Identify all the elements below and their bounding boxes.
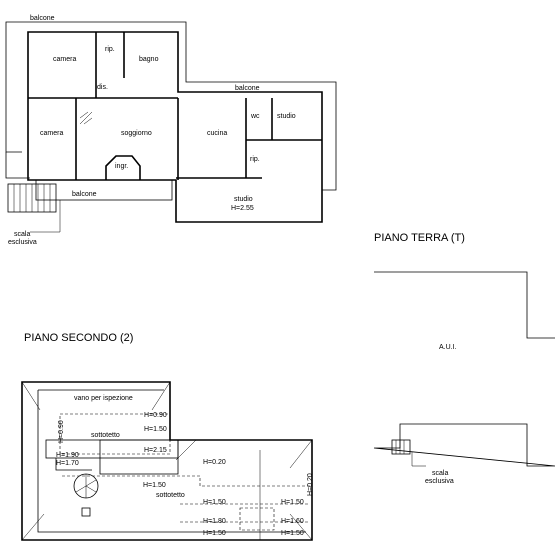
aui-plan: A.U.I. scala esclusiva [373,271,555,485]
room-label-studio-big: studio [234,196,253,203]
balcony-top-outline [5,21,187,153]
height-h160: H=1.60 [281,518,304,525]
spiral-stair [73,473,99,499]
height-h090v: H=0.90 [58,420,65,443]
height-h020v: H=0.20 [307,473,314,496]
room-label-balcone-right: balcone [235,85,260,92]
aui-stair-leader [411,452,426,467]
height-h180: H=1.80 [203,518,226,525]
height-h150e: H=1.50 [203,530,226,537]
label-sottotetto-2: sottotetto [156,492,185,499]
aui-stair-label-1: scala [432,470,448,477]
second-floor-inner-outline [37,389,306,533]
sottotetto-zone-1 [59,413,171,455]
height-line-a [62,475,310,487]
stair-leader-line [30,200,61,233]
height-h150b: H=1.50 [143,482,166,489]
height-h020a: H=0.20 [203,459,226,466]
internal-stair-mark [79,111,93,125]
aui-stair [391,439,411,455]
height-h150c: H=1.50 [203,499,226,506]
lower-step-wall [55,458,92,471]
entrance-bay [105,155,141,180]
room-label-camera-1: camera [53,56,76,63]
aui-outline [373,271,555,467]
height-h150a: H=1.50 [144,426,167,433]
height-h190: H=1.90 [56,452,79,459]
second-floor-plan: PIANO SECONDO (2) v [21,332,314,541]
room-label-balcone-bottom: balcone [72,191,97,198]
label-vano: vano per ispezione [74,395,133,402]
room-label-studio-small: studio [277,113,296,120]
room-label-camera-2: camera [40,130,63,137]
aui-label: A.U.I. [439,344,457,351]
height-h170: H=1.70 [56,460,79,467]
room-label-cucina: cucina [207,130,227,137]
chimney-mark [81,507,91,517]
stair-ground [7,183,57,213]
aui-stair-label-2: esclusiva [425,478,454,485]
room-label-ingr: ingr. [115,163,128,170]
room-label-wc: wc [250,113,260,120]
balcony-bottom-outline [35,179,173,201]
room-label-studio-height: H=2.55 [231,205,254,212]
room-label-rip-2: rip. [250,156,260,163]
room-label-rip-1: rip. [105,46,115,53]
height-h150f: H=1.50 [281,530,304,537]
ground-floor-title: PIANO TERRA (T) [374,232,465,244]
room-label-dis: dis. [97,84,108,91]
sottotetto-zone-2 [239,507,275,531]
stair-label-line-1: scala [14,231,30,238]
ground-floor-plan: balcone camera rip. bagno dis. camera so… [5,15,465,246]
room-label-bagno: bagno [139,56,159,63]
room-label-soggiorno: soggiorno [121,130,152,137]
second-floor-title: PIANO SECONDO (2) [24,332,133,344]
balcony-right-outline [185,78,337,191]
height-h215: H=2.15 [144,447,167,454]
label-sottotetto-1: sottotetto [91,432,120,439]
height-h090a: H=0.90 [144,412,167,419]
height-h150d: H=1.50 [281,499,304,506]
stair-label-line-2: esclusiva [8,239,37,246]
stair-well-block [99,439,179,475]
room-label-balcone-top: balcone [30,15,55,22]
balcony-left-outline [5,152,30,179]
